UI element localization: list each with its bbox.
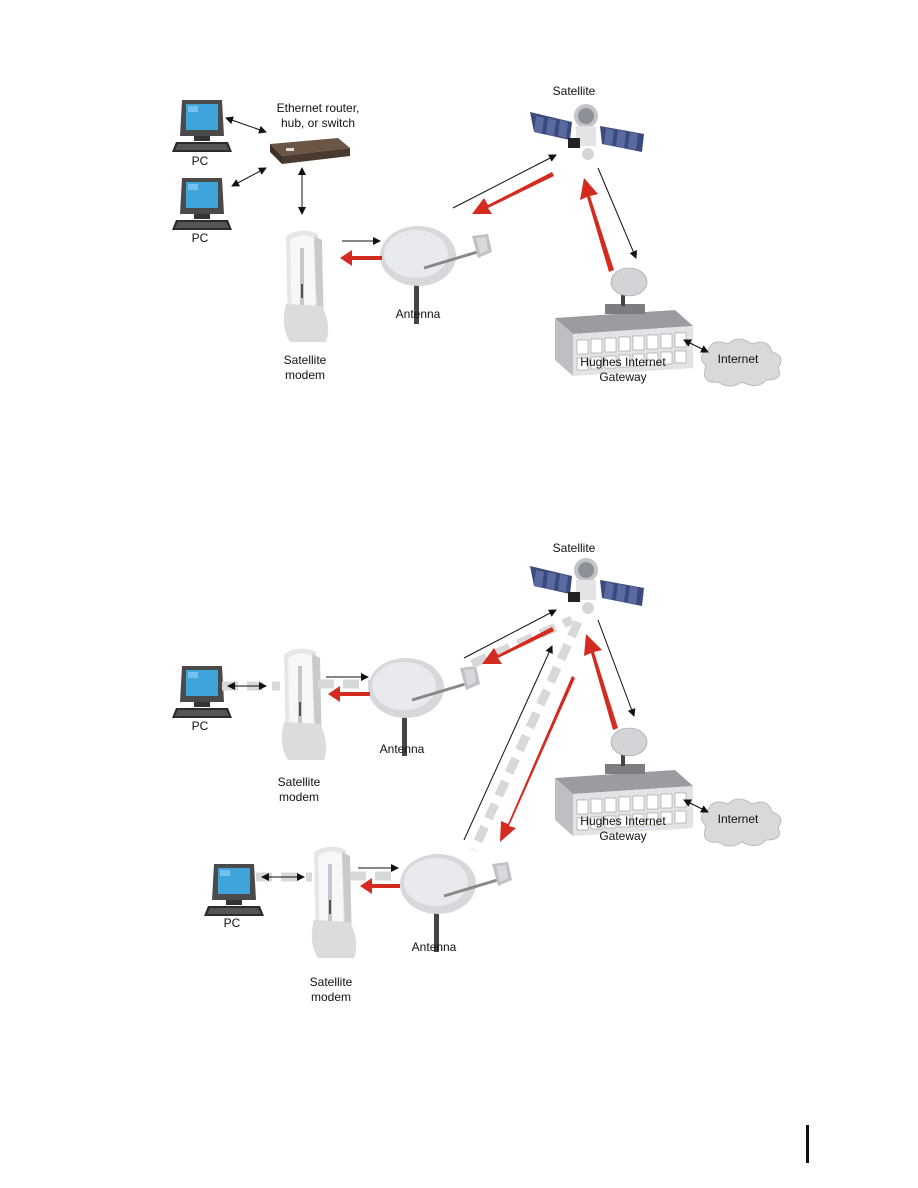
pc-icon <box>172 666 232 718</box>
gateway-label: Hughes Internet Gateway <box>580 355 666 384</box>
internet-label: Internet <box>717 812 759 826</box>
pc-label: PC <box>223 916 241 930</box>
satellite-modem-icon <box>311 846 357 958</box>
satellite-modem-icon <box>283 230 329 342</box>
satellite-modem-icon <box>281 648 327 760</box>
internet-label: Internet <box>717 352 759 366</box>
satellite-icon <box>530 104 644 160</box>
antenna-label: Antenna <box>395 307 441 321</box>
satellite-icon <box>530 558 644 614</box>
pc-label: PC <box>191 231 209 245</box>
pc-icon <box>204 864 264 916</box>
router-label: Ethernet router, hub, or switch <box>276 101 360 130</box>
satellite-modem-label: Satellite modem <box>283 353 327 382</box>
pc-icon <box>172 100 232 152</box>
satellite-modem-label: Satellite modem <box>309 975 353 1004</box>
satellite-label: Satellite <box>552 84 596 98</box>
satellite-modem-label: Satellite modem <box>277 775 321 804</box>
router-icon <box>270 138 350 164</box>
top-diagram <box>172 100 782 387</box>
pc-label: PC <box>191 154 209 168</box>
antenna-label: Antenna <box>411 940 457 954</box>
antenna-label: Antenna <box>379 742 425 756</box>
gateway-label: Hughes Internet Gateway <box>580 814 666 843</box>
pc-label: PC <box>191 719 209 733</box>
bottom-diagram <box>172 558 782 958</box>
pc-icon <box>172 178 232 230</box>
satellite-label: Satellite <box>552 541 596 555</box>
antenna-icon <box>398 852 514 954</box>
page-edge-rule <box>806 1125 809 1163</box>
